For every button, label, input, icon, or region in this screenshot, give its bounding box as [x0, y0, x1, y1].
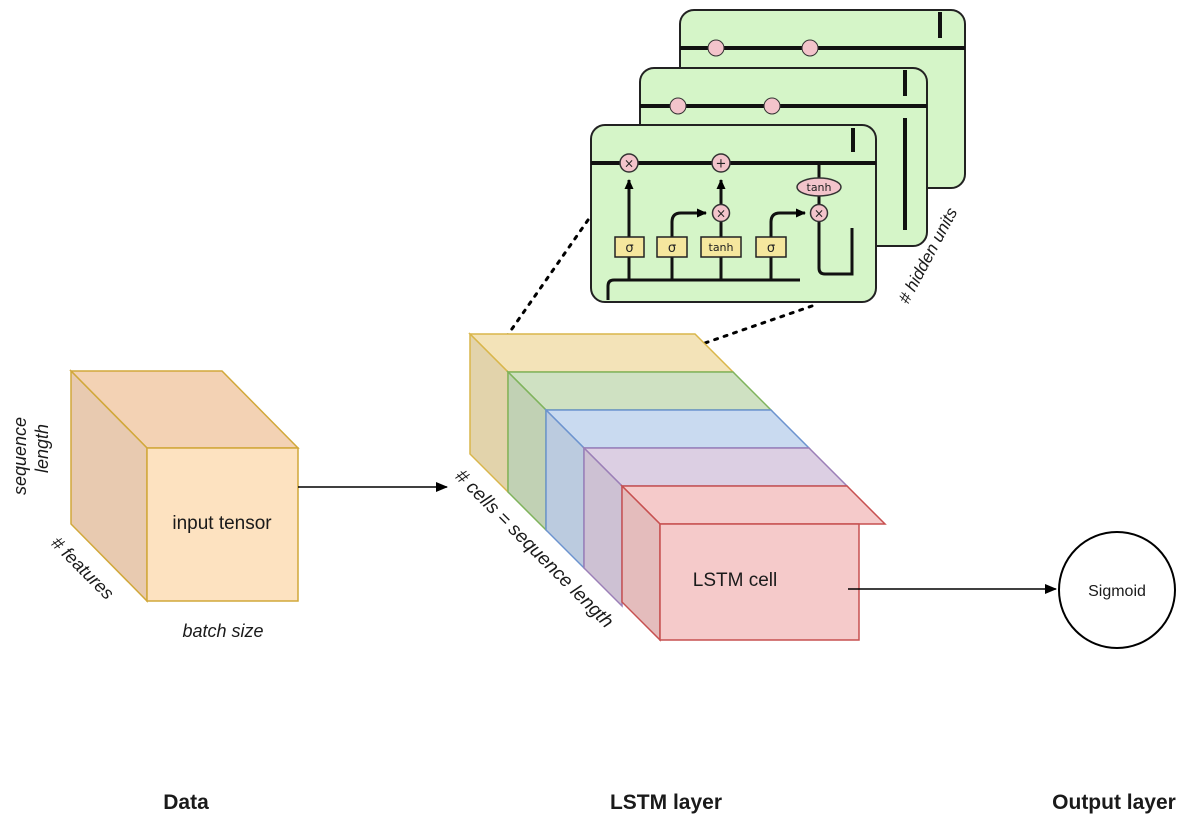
svg-text:length: length	[32, 424, 52, 473]
svg-text:tanh: tanh	[807, 181, 832, 194]
lstm-layer-box-2	[506, 370, 773, 532]
lstm-layer-footer: LSTM layer	[610, 791, 722, 814]
layer-top-face	[544, 409, 811, 449]
lstm-cell-front-face	[659, 523, 860, 641]
output-tanh-op: tanh	[796, 177, 842, 197]
svg-text:×: ×	[716, 207, 726, 221]
lstm-cell-panel-front: × + × × tanh σ	[590, 124, 877, 303]
svg-text:+: +	[716, 157, 727, 172]
layer-top-face	[582, 447, 849, 487]
svg-text:σ: σ	[668, 241, 676, 256]
lstm-layer-box-1	[468, 332, 735, 494]
sigmoid-label: Sigmoid	[1088, 583, 1146, 600]
data-footer: Data	[163, 791, 209, 814]
sigmoid-node: Sigmoid	[1058, 531, 1176, 649]
output-multiply-op: ×	[809, 203, 829, 223]
output-layer-footer: Output layer	[1052, 791, 1176, 814]
input-multiply-op: ×	[711, 203, 731, 223]
svg-text:σ: σ	[625, 241, 633, 256]
layer-top-face	[468, 333, 735, 373]
lstm-cell-label: LSTM cell	[693, 570, 777, 591]
sequence-length-label: sequence length	[10, 417, 52, 495]
svg-text:tanh: tanh	[709, 241, 734, 254]
layer-top-face	[620, 485, 887, 525]
svg-text:×: ×	[624, 157, 634, 171]
input-tensor-cube: input tensor	[69, 369, 300, 603]
zoom-dotted-line-left	[505, 218, 590, 338]
lstm-layer-box-4	[582, 446, 849, 608]
layer-side-face	[583, 446, 623, 608]
input-gate: σ	[656, 236, 688, 258]
svg-text:σ: σ	[767, 241, 775, 256]
forget-multiply-op: ×	[619, 153, 639, 173]
svg-text:×: ×	[814, 207, 824, 221]
candidate-tanh-gate: tanh	[700, 236, 742, 258]
output-gate: σ	[755, 236, 787, 258]
batch-size-label: batch size	[182, 621, 263, 641]
lstm-layer-box-5	[620, 484, 887, 642]
lstm-layer-stack	[468, 332, 887, 642]
layer-top-face	[506, 371, 773, 411]
input-tensor-label: input tensor	[172, 513, 272, 534]
forget-gate: σ	[614, 236, 645, 258]
svg-text:sequence: sequence	[10, 417, 30, 495]
lstm-layer-box-3	[544, 408, 811, 570]
cell-add-op: +	[711, 153, 731, 173]
lstm-cell-detail-stack: × + × × tanh σ	[590, 9, 966, 303]
